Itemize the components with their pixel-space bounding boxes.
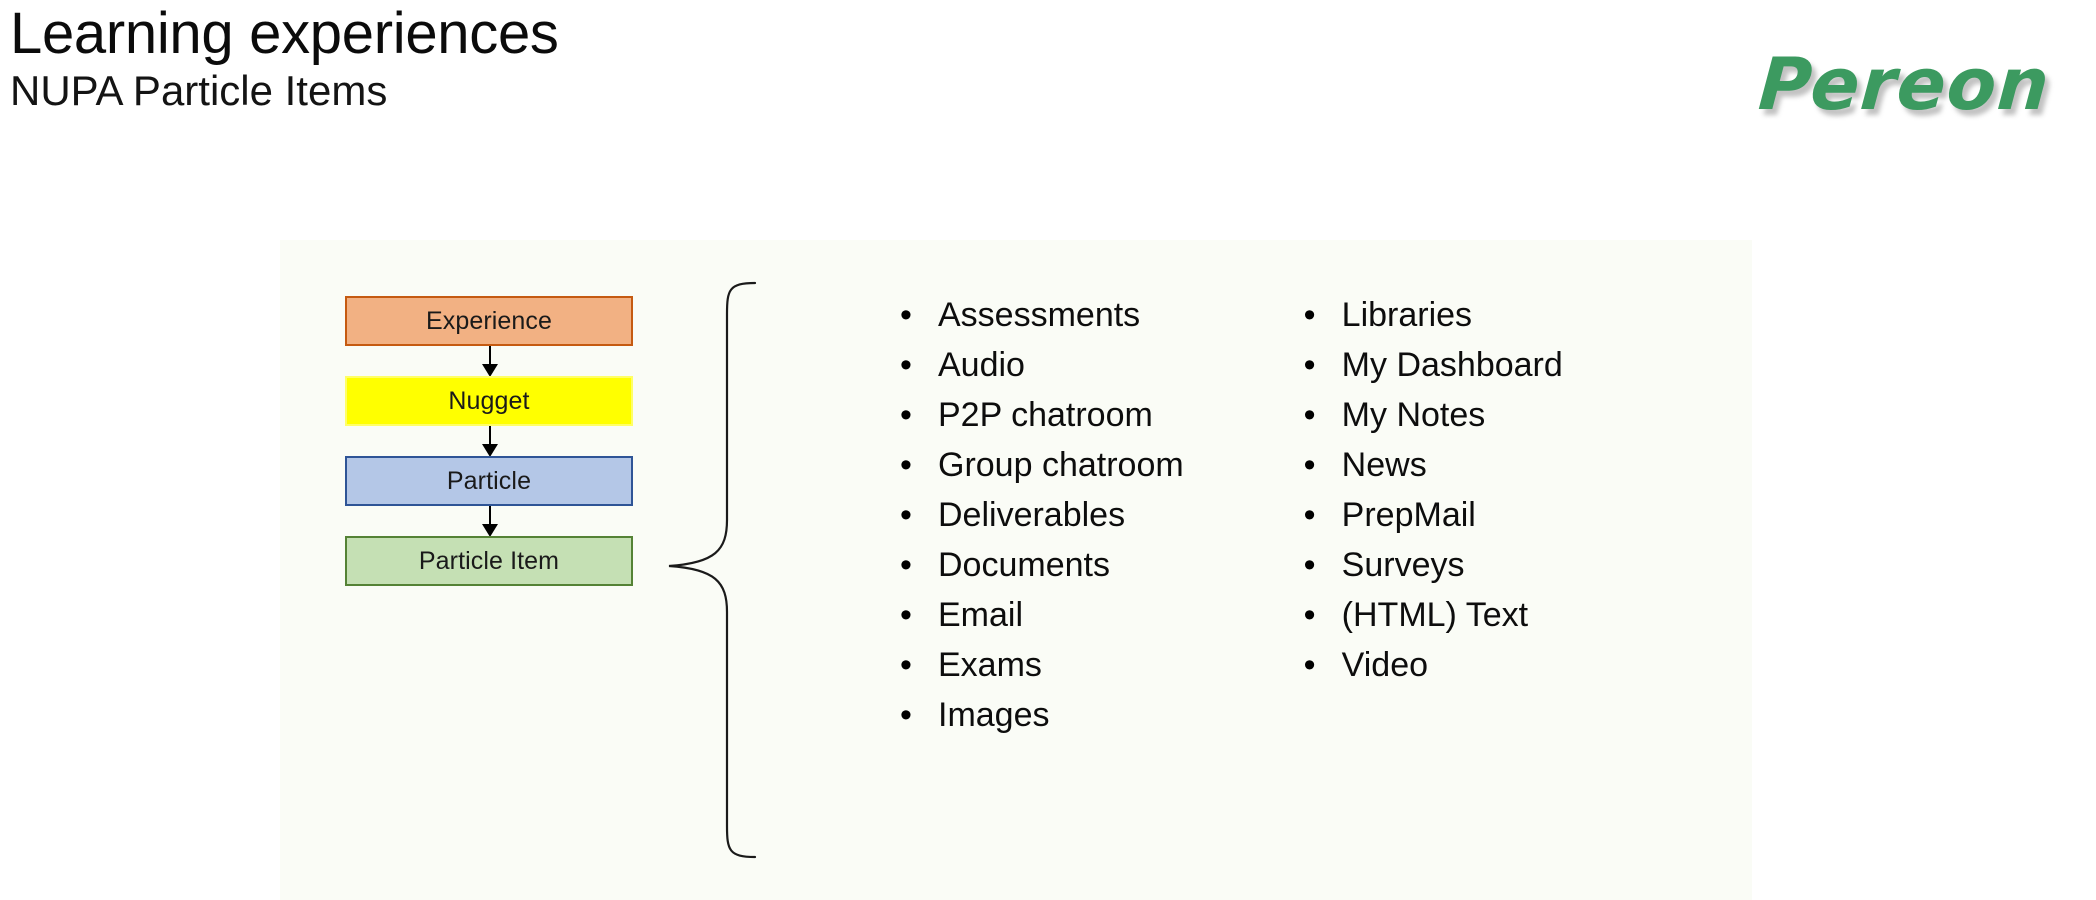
bullet-icon: • — [900, 346, 912, 384]
list-item[interactable]: • My Notes — [1304, 390, 1563, 440]
hierarchy-row-particle: Particle — [345, 456, 635, 506]
box-particle-label: Particle — [446, 466, 532, 495]
bullet-icon: • — [900, 446, 912, 484]
arrow-head-icon — [482, 444, 498, 457]
list-item[interactable]: • (HTML) Text — [1304, 590, 1563, 640]
list-item-label: Documents — [938, 546, 1110, 584]
hierarchy-flow: Experience Nugget Particle Pa — [345, 296, 635, 586]
arrow-line — [489, 346, 491, 368]
bullet-icon: • — [900, 296, 912, 334]
list-item[interactable]: • My Dashboard — [1304, 340, 1563, 390]
list-item[interactable]: • Surveys — [1304, 540, 1563, 590]
list-item[interactable]: • Assessments — [900, 290, 1184, 340]
pereon-logo: Pereon — [1756, 42, 2053, 126]
arrow-head-icon — [482, 364, 498, 377]
list-item[interactable]: • Audio — [900, 340, 1184, 390]
list-item-label: PrepMail — [1341, 496, 1476, 534]
box-experience[interactable]: Experience — [345, 296, 633, 346]
bullet-icon: • — [1303, 396, 1316, 434]
box-particle-item-label: Particle Item — [418, 546, 560, 575]
hierarchy-row-nugget: Nugget — [345, 376, 635, 426]
bullet-icon: • — [900, 546, 912, 584]
list-item[interactable]: • News — [1304, 440, 1563, 490]
list-item-label: Video — [1341, 646, 1429, 684]
arrow-nugget-to-particle — [345, 426, 635, 457]
particle-items-lists: • Assessments • Audio • P2P chatroom • G… — [900, 290, 1563, 740]
arrow-particle-to-particle-item — [345, 506, 635, 537]
bullet-icon: • — [900, 496, 912, 534]
page-subtitle: NUPA Particle Items — [10, 67, 388, 115]
curly-brace — [655, 280, 765, 860]
list-item-label: Surveys — [1341, 546, 1465, 584]
box-experience-label: Experience — [425, 306, 553, 335]
slide-header: Learning experiences NUPA Particle Items — [10, 4, 1210, 115]
list-item-label: Libraries — [1341, 296, 1473, 334]
list-item[interactable]: • Images — [900, 690, 1184, 740]
list-item-label: News — [1341, 446, 1427, 484]
list-item[interactable]: • Group chatroom — [900, 440, 1184, 490]
hierarchy-row-experience: Experience — [345, 296, 635, 346]
arrow-experience-to-nugget — [345, 346, 635, 377]
bullet-icon: • — [1303, 646, 1316, 684]
list-item-label: P2P chatroom — [938, 396, 1153, 434]
list-item[interactable]: • Email — [900, 590, 1184, 640]
diagram-panel: Experience Nugget Particle Pa — [280, 240, 1752, 900]
list-item-label: Images — [938, 696, 1050, 734]
page-title: Learning experiences — [10, 1, 559, 66]
particle-items-column-2: • Libraries • My Dashboard • My Notes • … — [1304, 290, 1563, 740]
bullet-icon: • — [1303, 446, 1316, 484]
bullet-icon: • — [900, 696, 912, 734]
bullet-icon: • — [1303, 546, 1316, 584]
list-item-label: Deliverables — [938, 496, 1126, 534]
list-item-label: (HTML) Text — [1341, 596, 1529, 634]
list-item-label: My Notes — [1341, 396, 1486, 434]
box-nugget-label: Nugget — [448, 386, 530, 415]
bullet-icon: • — [900, 646, 912, 684]
bullet-icon: • — [900, 596, 912, 634]
list-item-label: Audio — [938, 346, 1025, 384]
list-item-label: Exams — [938, 646, 1042, 684]
box-nugget[interactable]: Nugget — [345, 376, 633, 426]
arrow-line — [489, 426, 491, 448]
curly-brace-icon — [668, 281, 757, 859]
list-item[interactable]: • PrepMail — [1304, 490, 1563, 540]
list-item[interactable]: • Libraries — [1304, 290, 1563, 340]
list-item[interactable]: • Video — [1304, 640, 1563, 690]
particle-items-column-1: • Assessments • Audio • P2P chatroom • G… — [900, 290, 1184, 740]
list-item[interactable]: • P2P chatroom — [900, 390, 1184, 440]
arrow-head-icon — [482, 524, 498, 537]
bullet-icon: • — [1303, 346, 1316, 384]
list-item-label: Email — [938, 596, 1024, 634]
list-item-label: My Dashboard — [1341, 346, 1563, 384]
bullet-icon: • — [1303, 296, 1316, 334]
bullet-icon: • — [1303, 596, 1316, 634]
hierarchy-row-particle-item: Particle Item — [345, 536, 635, 586]
list-item[interactable]: • Exams — [900, 640, 1184, 690]
list-item-label: Group chatroom — [938, 446, 1184, 484]
arrow-line — [489, 506, 491, 528]
box-particle-item[interactable]: Particle Item — [345, 536, 633, 586]
bullet-icon: • — [1303, 496, 1316, 534]
list-item[interactable]: • Documents — [900, 540, 1184, 590]
bullet-icon: • — [900, 396, 912, 434]
list-item[interactable]: • Deliverables — [900, 490, 1184, 540]
list-item-label: Assessments — [938, 296, 1141, 334]
box-particle[interactable]: Particle — [345, 456, 633, 506]
